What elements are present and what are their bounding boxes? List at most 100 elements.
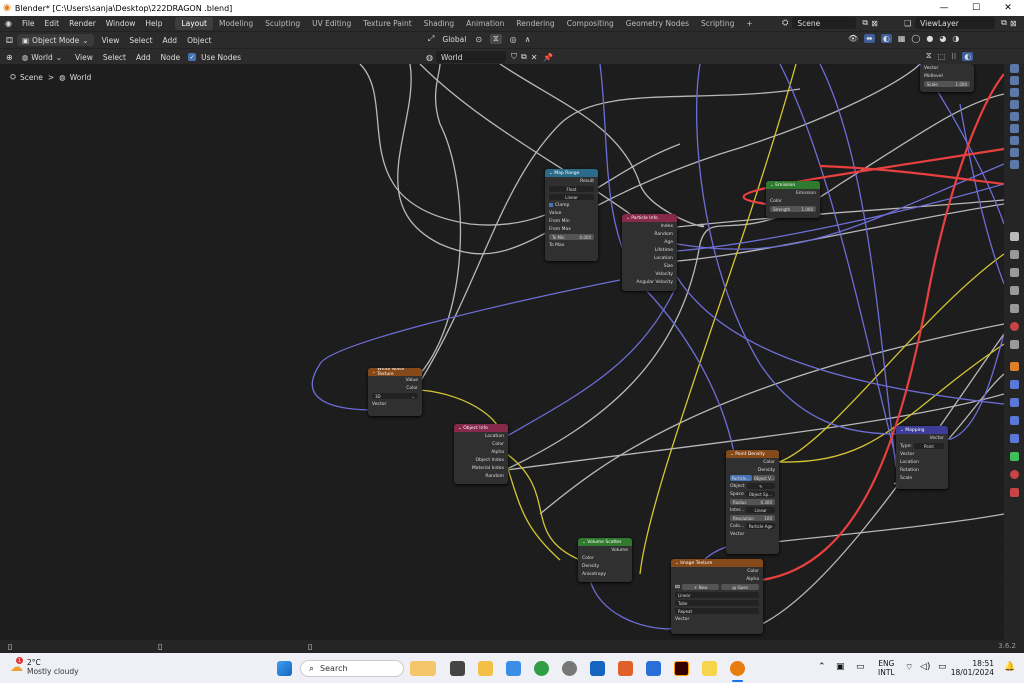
tab-sculpting[interactable]: Sculpting xyxy=(265,19,301,28)
camera-icon[interactable] xyxy=(1010,88,1019,97)
world-shader-type-selector[interactable]: ◍World⌄ xyxy=(17,51,67,63)
node-header[interactable]: ⌄ Image Texture xyxy=(671,559,763,567)
pin-icon[interactable]: 📌 xyxy=(543,52,554,62)
clock-date[interactable]: 18/01/2024 xyxy=(950,668,994,677)
collapse-icon[interactable]: ⌄ xyxy=(730,451,734,457)
object-picker[interactable]: ✎ xyxy=(746,483,775,489)
dropdown-interp[interactable]: Linear xyxy=(545,193,598,201)
menu-window[interactable]: Window xyxy=(105,19,136,28)
tab-geometry-nodes[interactable]: Geometry Nodes xyxy=(625,19,689,28)
maximize-button[interactable]: ☐ xyxy=(971,3,981,13)
scene-selector[interactable]: Scene xyxy=(792,17,857,29)
type-field[interactable]: Type:Point xyxy=(896,442,948,450)
task-view-icon[interactable] xyxy=(450,661,465,676)
world-props-icon[interactable] xyxy=(1010,322,1019,331)
windows-start-icon[interactable] xyxy=(277,661,292,676)
collapse-icon[interactable]: ⌄ xyxy=(770,182,774,188)
fake-user-icon[interactable]: ⛉ xyxy=(510,52,517,61)
menu-select[interactable]: Select xyxy=(129,35,153,45)
duplicate-world-icon[interactable]: ⧉ xyxy=(520,52,527,61)
dropdown-dimensions[interactable]: 3D⌄ xyxy=(368,392,422,400)
node-menu-node[interactable]: Node xyxy=(160,52,181,62)
texture-icon[interactable] xyxy=(1010,488,1019,497)
shading-rendered-icon[interactable]: ◑ xyxy=(952,34,960,43)
data-icon[interactable] xyxy=(1010,452,1019,461)
node-map-range[interactable]: ⌄ Map Range Result Float Linear Clamp Va… xyxy=(545,169,598,261)
particles-icon[interactable] xyxy=(1010,398,1019,407)
dropdown-value[interactable]: Linear xyxy=(675,592,759,598)
tab-uv-editing[interactable]: UV Editing xyxy=(312,19,352,28)
chrome-icon[interactable] xyxy=(534,661,549,676)
physics-icon[interactable] xyxy=(1010,416,1019,425)
image-browse-icon[interactable]: 🖾 xyxy=(675,585,680,590)
dropdown-extension[interactable]: Repeat xyxy=(671,607,763,615)
menu-edit[interactable]: Edit xyxy=(44,19,60,28)
dropdown-interpolation[interactable]: Linear xyxy=(671,591,763,599)
new-scene-icon[interactable]: ⧉ xyxy=(862,18,869,27)
unlink-world-icon[interactable]: ✕ xyxy=(530,52,538,62)
app-icon[interactable] xyxy=(618,661,633,676)
tab-compositing[interactable]: Compositing xyxy=(566,19,614,28)
gizmo-icon[interactable]: ⬌ xyxy=(864,34,875,43)
search-highlight-icon[interactable] xyxy=(410,661,436,676)
camera-icon[interactable] xyxy=(1010,76,1019,85)
menu-file[interactable]: File xyxy=(21,19,35,28)
use-nodes-checkbox[interactable]: ✓ xyxy=(188,53,197,61)
clock-time[interactable]: 18:51 xyxy=(972,659,994,668)
xray-icon[interactable]: ▦ xyxy=(897,34,906,43)
node-object-info[interactable]: ⌄ Object Info Location Color Alpha Objec… xyxy=(454,424,508,484)
shading-solid-icon[interactable]: ● xyxy=(926,34,934,43)
falloff-icon[interactable]: ∧ xyxy=(524,34,531,44)
battery-icon[interactable]: ▭ xyxy=(938,662,947,672)
collapse-icon[interactable]: ⌄ xyxy=(372,369,376,375)
interp-field[interactable]: Inter...Linear xyxy=(726,506,779,514)
dropdown-projection[interactable]: Tube xyxy=(671,599,763,607)
proportional-icon[interactable]: ◎ xyxy=(509,34,517,44)
clamp-checkbox[interactable]: Clamp xyxy=(545,201,598,209)
weather-widget[interactable]: ☁ 1 2°C Mostly cloudy xyxy=(10,657,79,676)
viewlayer-selector[interactable]: ViewLayer xyxy=(915,17,996,29)
tab-modeling[interactable]: Modeling xyxy=(218,19,254,28)
taskbar-search[interactable]: ⌕ Search xyxy=(300,660,404,677)
node-header[interactable]: ⌄ Particle Info xyxy=(622,214,677,222)
node-header[interactable]: ⌄ White Noise Texture xyxy=(368,368,422,377)
node-menu-view[interactable]: View xyxy=(75,52,93,62)
object-mode-selector[interactable]: ▣Object Mode⌄ xyxy=(16,34,94,46)
tab-shading[interactable]: Shading xyxy=(423,19,455,28)
pivot-icon[interactable]: ⊙ xyxy=(475,34,483,44)
source-particle-button[interactable]: Particle... xyxy=(730,475,752,481)
camera-icon[interactable] xyxy=(1010,148,1019,157)
store-icon[interactable] xyxy=(506,661,521,676)
tab-texture-paint[interactable]: Texture Paint xyxy=(363,19,412,28)
menu-help[interactable]: Help xyxy=(145,19,163,28)
delete-scene-icon[interactable]: ⊠ xyxy=(871,18,878,28)
material-icon[interactable] xyxy=(1010,470,1019,479)
dropdown-value[interactable]: Linear xyxy=(746,507,775,513)
tray-monitor-icon[interactable]: ▭ xyxy=(856,662,865,672)
dropdown-type[interactable]: Float xyxy=(545,185,598,193)
color-source-field[interactable]: Colo...Particle Age xyxy=(726,522,779,530)
tray-chevron-icon[interactable]: ⌃ xyxy=(818,662,826,672)
camera-icon[interactable] xyxy=(1010,100,1019,109)
menu-add[interactable]: Add xyxy=(162,35,178,45)
menu-object[interactable]: Object xyxy=(187,35,212,45)
settings-icon[interactable] xyxy=(562,661,577,676)
collapse-icon[interactable]: ⌄ xyxy=(549,170,553,176)
wifi-icon[interactable]: ⌔ xyxy=(905,663,914,673)
node-header[interactable]: ⌄ Emission xyxy=(766,181,820,189)
visibility-icon[interactable]: 👁 xyxy=(848,34,859,43)
collapse-icon[interactable]: ⌄ xyxy=(626,215,630,221)
transform-orientation-selector[interactable]: Global xyxy=(442,34,467,44)
camera-icon[interactable] xyxy=(1010,112,1019,121)
tray-app-icon[interactable]: ▣ xyxy=(836,662,845,672)
world-datablock-field[interactable]: World xyxy=(435,51,506,63)
node-snap-icon[interactable]: ⧖ xyxy=(926,51,932,60)
collection-icon[interactable] xyxy=(1010,340,1019,349)
